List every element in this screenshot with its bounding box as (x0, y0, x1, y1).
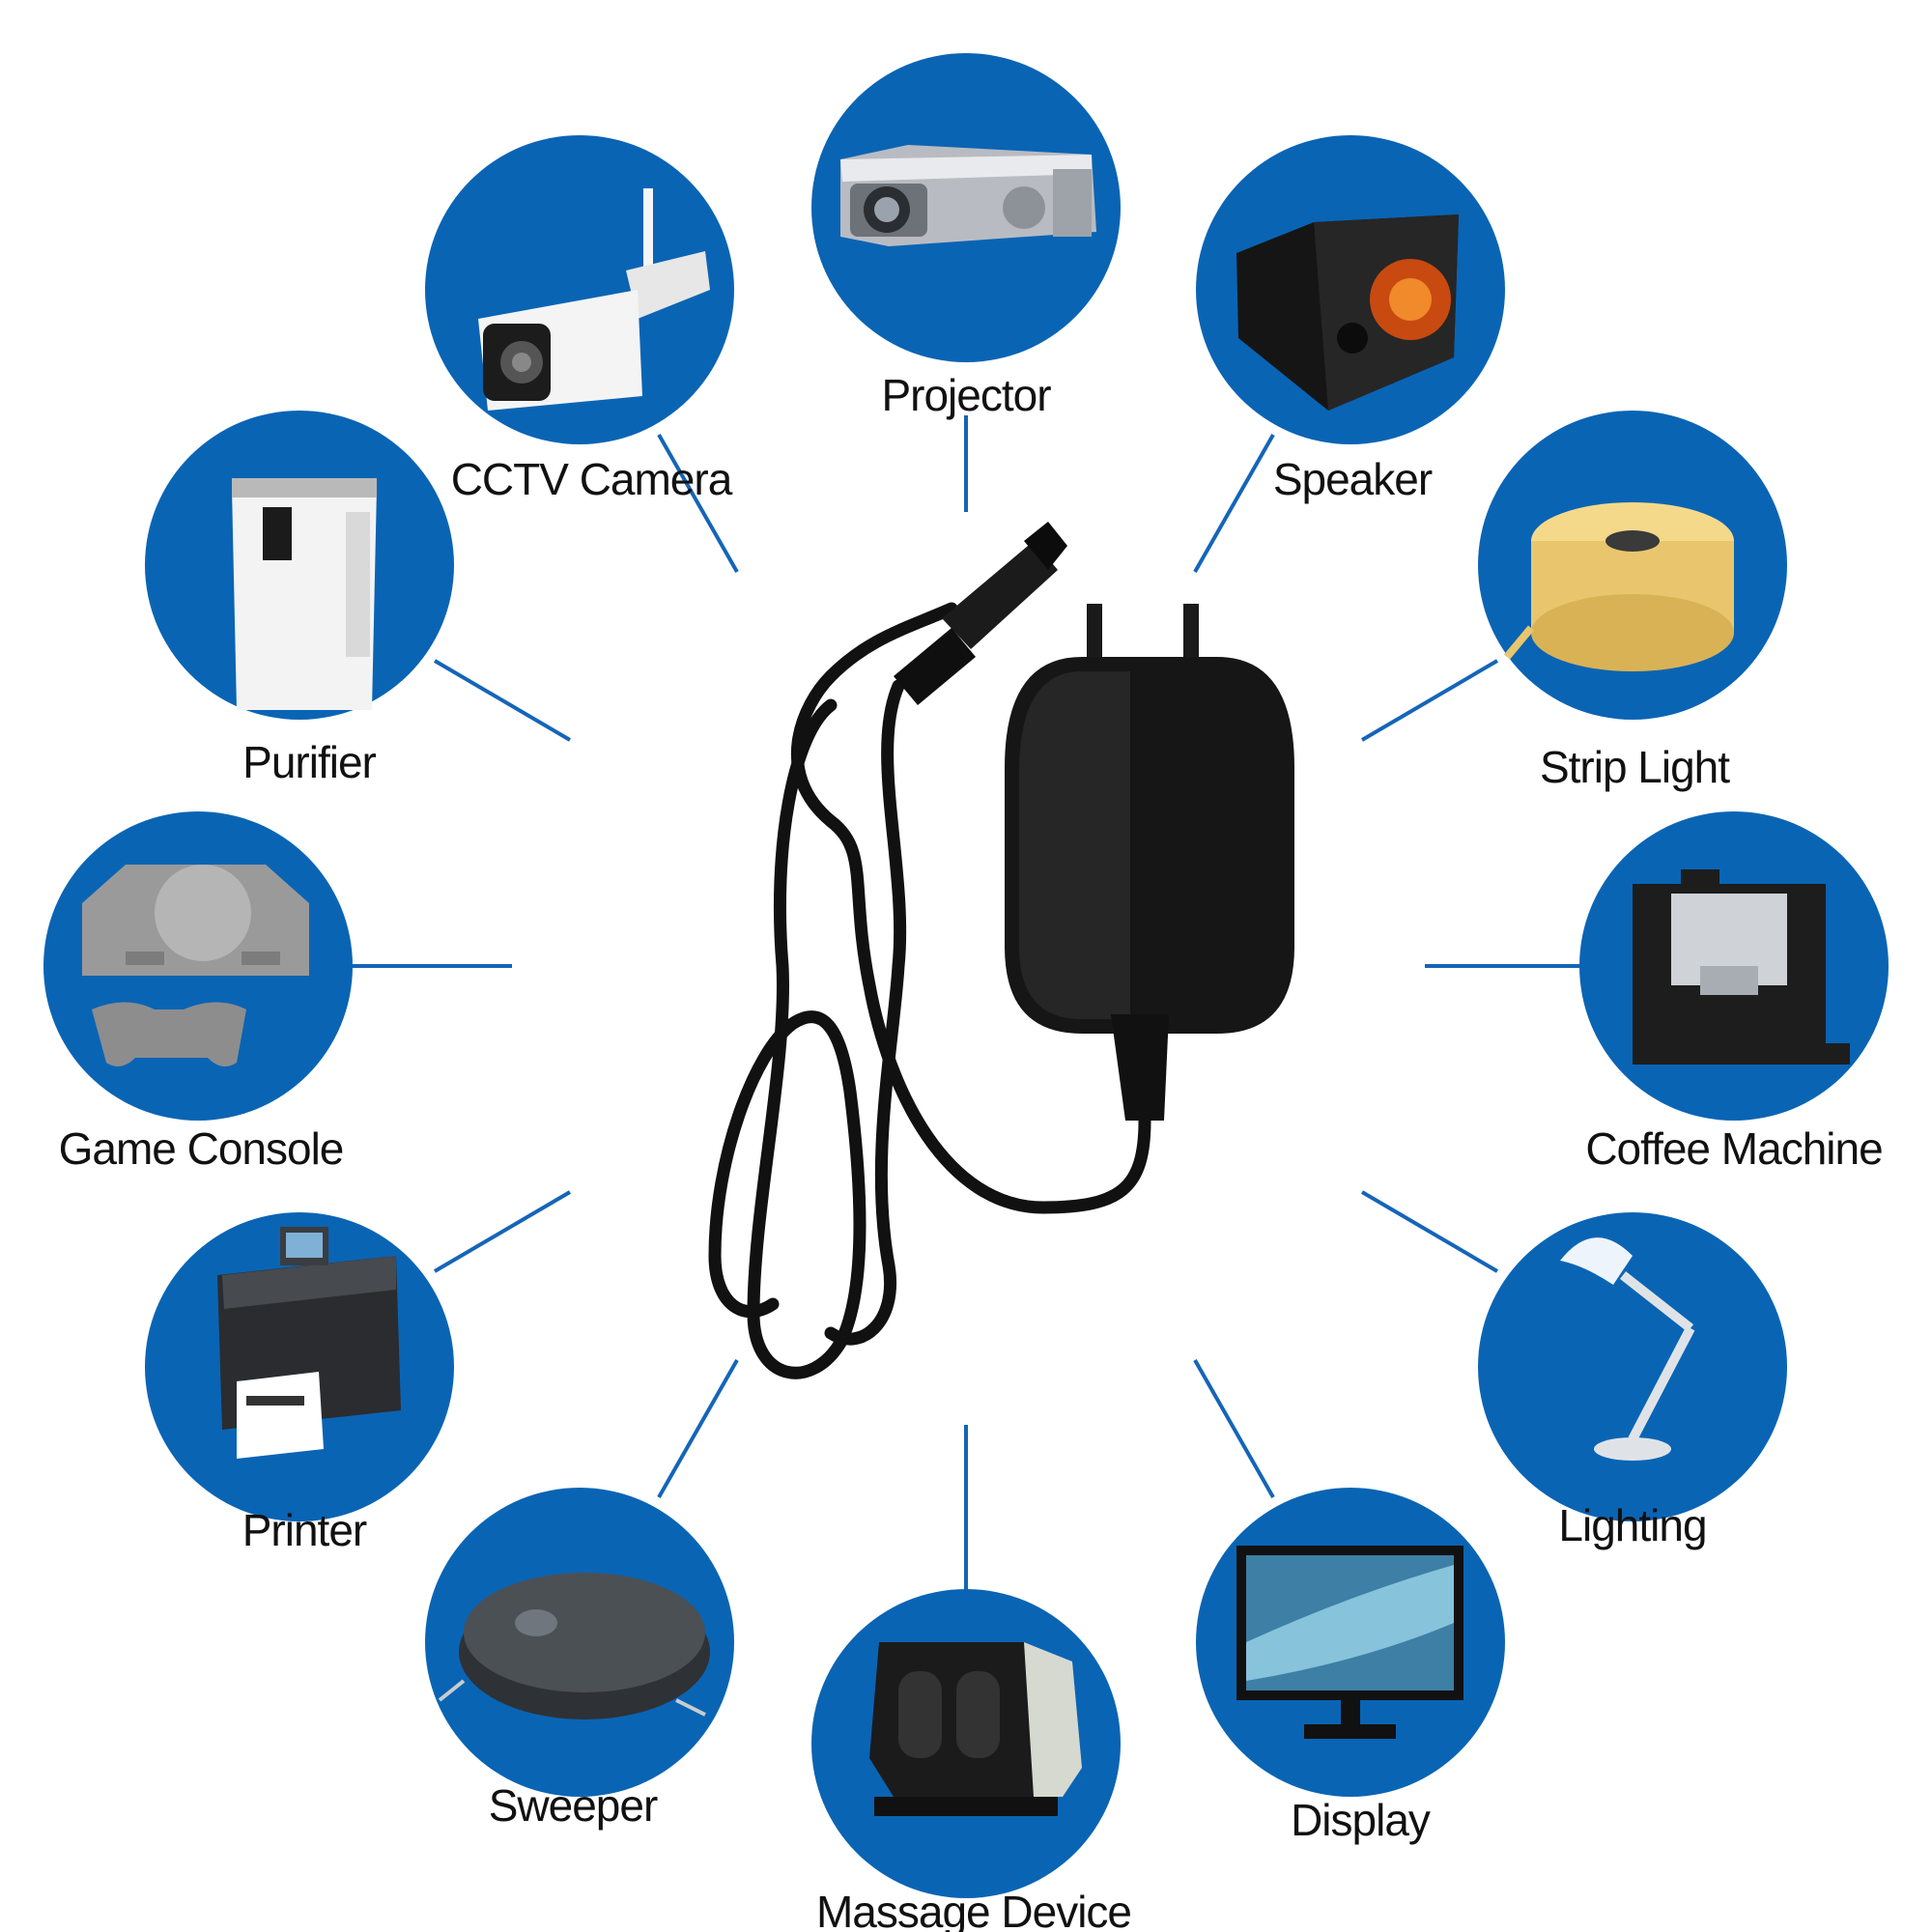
device-game-console: Game Console (43, 811, 353, 1174)
power-adapter-icon (708, 522, 1294, 1379)
device-coffee-machine: Coffee Machine (1579, 811, 1889, 1174)
connector-line-lighting (1360, 1190, 1499, 1273)
connector-line-cctv-camera (657, 434, 739, 573)
projector-icon (840, 145, 1096, 246)
coffee-machine-icon (1633, 869, 1850, 1065)
device-label: Strip Light (1540, 742, 1730, 792)
device-strip-light: Strip Light (1478, 411, 1787, 792)
device-projector: Projector (811, 53, 1121, 420)
device-label: Game Console (59, 1123, 344, 1174)
label-printer-icon (217, 1227, 401, 1459)
device-label: Display (1291, 1795, 1431, 1845)
device-lighting: Lighting (1478, 1212, 1787, 1550)
desk-lamp-icon (1560, 1237, 1695, 1461)
speaker-icon (1236, 214, 1459, 411)
device-label: Speaker (1273, 454, 1433, 504)
connector-line-printer (433, 1190, 572, 1273)
connector-line-sweeper (657, 1359, 739, 1498)
device-label: Coffee Machine (1585, 1123, 1882, 1174)
led-strip-reel-icon (1503, 502, 1734, 671)
game-console-icon (82, 865, 309, 1066)
connector-line-speaker (1193, 434, 1275, 573)
device-circle (1478, 1212, 1787, 1521)
device-label: Purifier (242, 737, 376, 787)
connector-line-strip-light (1360, 659, 1499, 742)
device-label: Printer (242, 1505, 367, 1555)
robot-vacuum-icon (438, 1573, 710, 1719)
connector-line-purifier (433, 659, 572, 742)
device-massage-device: Massage Device (811, 1589, 1132, 1932)
device-cctv-camera: CCTV Camera (425, 135, 734, 504)
connector-line-display (1193, 1359, 1275, 1498)
device-label: CCTV Camera (451, 454, 733, 504)
monitor-icon (1236, 1546, 1463, 1739)
device-purifier: Purifier (145, 411, 454, 787)
foot-massager-icon (869, 1642, 1082, 1816)
device-speaker: Speaker (1196, 135, 1505, 504)
device-label: Sweeper (489, 1780, 658, 1831)
device-printer: Printer (145, 1212, 454, 1555)
device-label: Massage Device (816, 1887, 1131, 1932)
device-label: Lighting (1558, 1500, 1706, 1550)
device-label: Projector (881, 370, 1051, 420)
connector-lines (348, 415, 1584, 1604)
device-display: Display (1196, 1488, 1505, 1845)
air-purifier-icon (232, 478, 377, 710)
device-sweeper: Sweeper (425, 1488, 734, 1831)
security-camera-icon (478, 188, 710, 411)
